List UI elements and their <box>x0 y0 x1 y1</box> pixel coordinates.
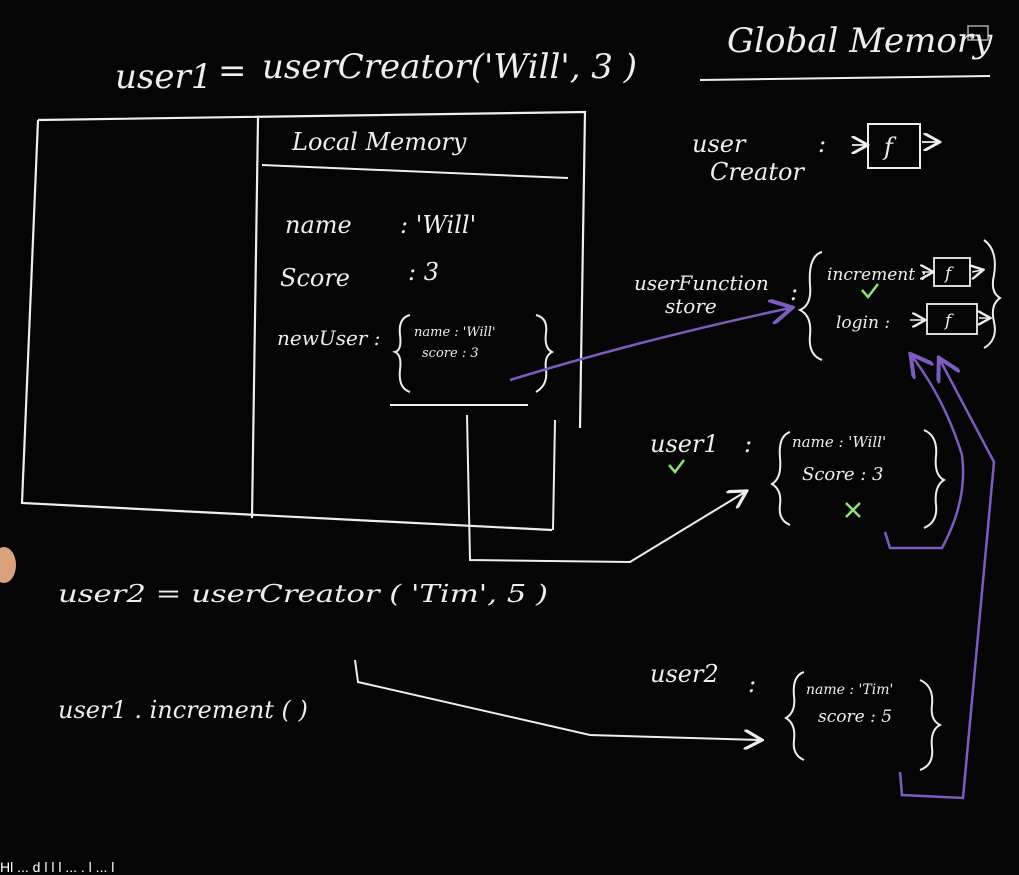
proto-link-user2 <box>898 360 996 800</box>
local-memory-title: Local Memory <box>291 128 467 156</box>
user2-close-brace <box>919 679 943 771</box>
svg-text:f: f <box>943 311 954 331</box>
newuser-obj-score: score : 3 <box>422 346 479 361</box>
local-newuser-key: newUser : <box>277 326 380 350</box>
box-right-lower <box>552 419 556 531</box>
newuser-close-brace <box>535 314 555 393</box>
local-name-value: : 'Will' <box>400 211 476 239</box>
global-user2-colon: : <box>748 670 756 698</box>
ufs-login-key: login : <box>836 313 890 333</box>
global-user2-score: score : 5 <box>818 707 892 727</box>
ufs-login-function-box: f <box>926 303 978 335</box>
proto-link-user1 <box>883 356 965 550</box>
line2-code: user2 = userCreator ( 'Tim', 5 ) <box>58 580 548 608</box>
global-memory-title: Global Memory <box>727 21 993 61</box>
line3-code: user1 . increment ( ) <box>58 696 308 724</box>
user2-open-brace <box>784 671 805 761</box>
global-ufs-key-line2: store <box>665 294 717 318</box>
return-arrow-user2 <box>354 659 760 740</box>
user1-close-brace <box>923 429 947 529</box>
local-name-key: name <box>285 211 352 239</box>
global-usercreator-key-line2: Creator <box>710 158 805 186</box>
ufs-increment-key: increment : <box>827 265 926 285</box>
increment-check-mark <box>861 283 879 299</box>
global-user2-name: name : 'Tim' <box>806 682 893 698</box>
global-user1-key: user1 <box>650 430 719 458</box>
subtitle-caption: Hl ... d l l l ... . l ... l <box>0 860 115 875</box>
ufs-increment-function-box: f <box>933 257 971 287</box>
local-score-key: Score <box>280 264 350 292</box>
local-memory-header-line <box>261 164 569 179</box>
global-user1-name: name : 'Will' <box>792 433 886 451</box>
user1-open-brace <box>770 431 791 526</box>
svg-text:f: f <box>882 133 897 161</box>
global-usercreator-key-line1: user <box>692 130 747 158</box>
thread-divider <box>250 117 260 519</box>
newuser-obj-name: name : 'Will' <box>414 325 496 340</box>
proto-link-newuser <box>509 308 790 382</box>
cast-icon[interactable] <box>967 25 989 41</box>
global-usercreator-colon: : <box>818 130 826 158</box>
global-user1-colon: : <box>744 430 752 458</box>
usercreator-function-box: f <box>867 123 921 169</box>
global-user2-key: user2 <box>650 660 719 688</box>
ufs-close-brace <box>983 239 1002 349</box>
svg-text:f: f <box>943 264 954 284</box>
global-ufs-colon: : <box>790 278 798 306</box>
user1-x-mark <box>845 502 861 518</box>
return-arrow-user1 <box>466 414 745 564</box>
global-ufs-key-line1: userFunction <box>634 271 769 295</box>
ufs-open-brace <box>797 251 823 361</box>
hand-edge <box>0 547 16 583</box>
user1-check-mark <box>668 459 685 474</box>
newuser-open-brace <box>392 314 411 393</box>
global-underline <box>699 75 991 81</box>
local-score-value: : 3 <box>408 258 439 286</box>
line1-rhs: userCreator('Will', 3 ) <box>262 47 637 87</box>
line1-equals: = <box>218 51 247 91</box>
line1-lhs: user1 <box>115 57 212 97</box>
global-user1-score: Score : 3 <box>802 464 883 485</box>
execution-context-box <box>20 110 587 532</box>
